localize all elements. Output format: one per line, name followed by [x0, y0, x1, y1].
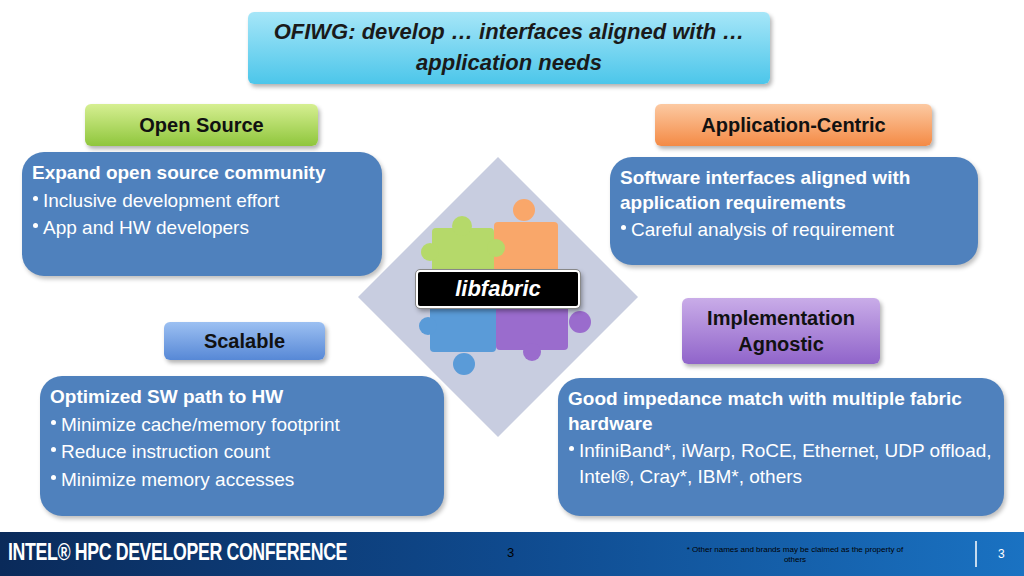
core-label: libfabric: [416, 270, 580, 308]
puzzle-knob: [421, 243, 439, 261]
puzzle-knob: [523, 343, 541, 361]
page-number: 3: [507, 545, 514, 560]
bullet-item: Inclusive development effort: [32, 188, 372, 214]
puzzle-knob: [487, 239, 505, 257]
puzzle-knob: [419, 317, 437, 335]
footer-band: [0, 532, 1024, 576]
bullet-item: Reduce instruction count: [50, 439, 434, 465]
puzzle-knob: [513, 199, 535, 221]
box-text: libfabric: [455, 276, 541, 302]
puzzle-knob: [452, 216, 472, 236]
detail-box: Optimized SW path to HWMinimize cache/me…: [40, 376, 444, 516]
bullet-item: Minimize memory accesses: [50, 467, 434, 493]
puzzle-knob: [569, 311, 591, 333]
page-number: 3: [998, 547, 1005, 561]
category-label: Open Source: [85, 104, 318, 146]
box-heading: Good impedance match with multiple fabri…: [568, 387, 994, 436]
box-text: Implementation Agnostic: [690, 305, 872, 357]
box-text: Open Source: [139, 112, 263, 138]
detail-box: Software interfaces aligned with applica…: [610, 157, 978, 265]
trademark-note: * Other names and brands may be claimed …: [680, 545, 910, 566]
conference-name: INTEL® HPC DEVELOPER CONFERENCE: [8, 538, 347, 566]
puzzle-knob: [453, 353, 475, 375]
category-label: Scalable: [164, 322, 325, 360]
category-label: Implementation Agnostic: [682, 298, 880, 364]
bullet-item: Careful analysis of requirement: [620, 217, 968, 243]
box-heading: Software interfaces aligned with applica…: [620, 166, 968, 215]
detail-box: Good impedance match with multiple fabri…: [558, 378, 1004, 516]
bullet-item: App and HW developers: [32, 215, 372, 241]
title-box: OFIWG: develop … interfaces aligned with…: [248, 12, 770, 84]
box-text: OFIWG: develop … interfaces aligned with…: [256, 17, 762, 79]
box-text: Application-Centric: [701, 112, 885, 138]
bullet-item: InfiniBand*, iWarp, RoCE, Ethernet, UDP …: [568, 438, 994, 489]
bullet-item: Minimize cache/memory footprint: [50, 412, 434, 438]
box-heading: Optimized SW path to HW: [50, 385, 434, 410]
detail-box: Expand open source communityInclusive de…: [22, 152, 382, 276]
box-text: Scalable: [204, 328, 285, 354]
footer-divider: [975, 541, 977, 567]
category-label: Application-Centric: [655, 104, 932, 146]
box-heading: Expand open source community: [32, 161, 372, 186]
